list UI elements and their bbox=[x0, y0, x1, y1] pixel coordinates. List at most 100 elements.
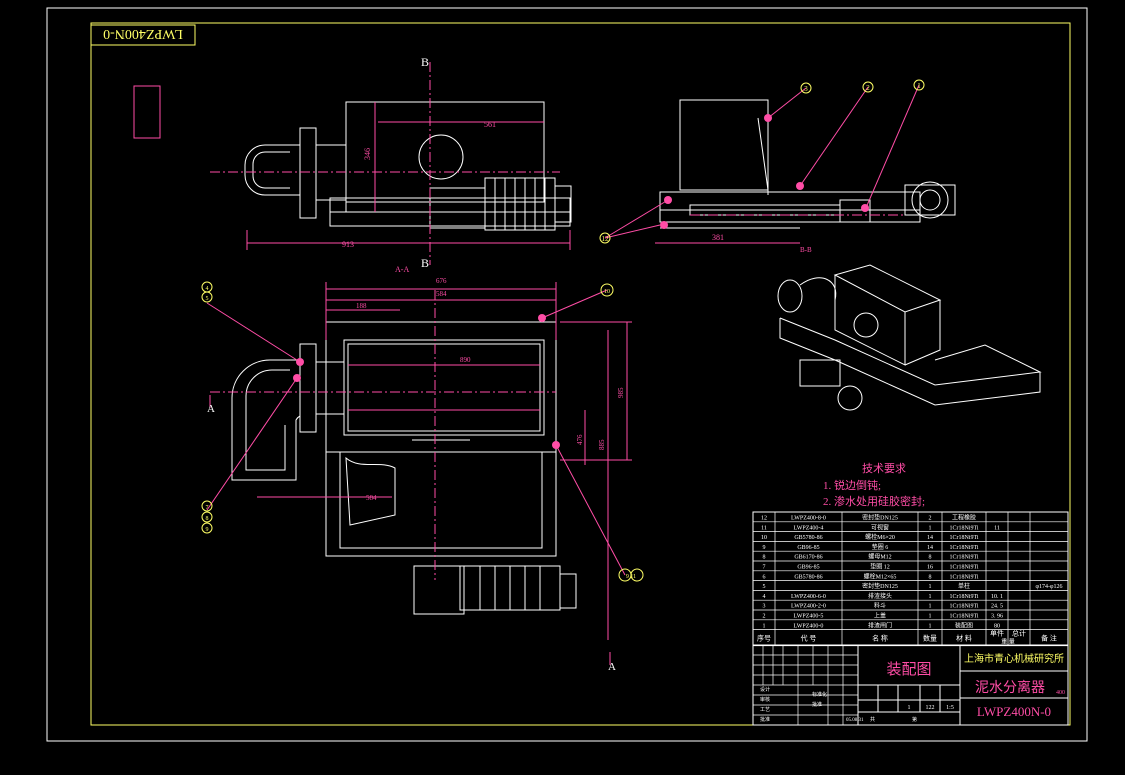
balloon-3 bbox=[800, 82, 812, 94]
elevation-dims bbox=[210, 62, 571, 265]
side-view-dots bbox=[660, 114, 869, 229]
bom-cell-material: 1Cr18Ni9Ti bbox=[949, 555, 978, 561]
bom-cell-no: 10 bbox=[761, 535, 767, 541]
bom-cell-qty: 14 bbox=[927, 535, 933, 541]
balloon-9-label: 9 bbox=[206, 527, 209, 533]
balloon-2 bbox=[862, 81, 874, 93]
bom-cell-unit: 10. 1 bbox=[991, 594, 1003, 600]
bom-header-total: 总计 bbox=[1012, 629, 1026, 638]
dim-346: 346 bbox=[363, 148, 372, 160]
weight-value: 122 bbox=[926, 705, 935, 711]
bom-cell-name: 可视窗 bbox=[871, 523, 889, 531]
isometric-view bbox=[777, 264, 1042, 411]
bom-cell-name: 排渣闸门 bbox=[868, 621, 892, 629]
bom-cell-no: 12 bbox=[761, 516, 767, 522]
bom-cell-name: 上盖 bbox=[874, 612, 886, 620]
rotated-title: LWPZ400N-0 bbox=[103, 26, 183, 41]
bom-cell-qty: 8 bbox=[929, 574, 932, 580]
bom-cell-no: 11 bbox=[761, 525, 767, 531]
bom-cell-code: GB6170-86 bbox=[794, 555, 822, 561]
bom-cell-code: LWPZ400-6-0 bbox=[791, 594, 826, 600]
balloon-10-label: 10 bbox=[604, 289, 610, 295]
row-label-design: 设计 bbox=[760, 686, 770, 693]
balloon-12-label: 12 bbox=[602, 235, 610, 243]
bom-cell-no: 6 bbox=[763, 574, 766, 580]
bom-header-qty: 数量 bbox=[923, 634, 937, 643]
bom-cell-material: 1Cr18Ni9Ti bbox=[949, 545, 978, 551]
dim-381: 381 bbox=[712, 233, 724, 242]
row-label-review: 审核 bbox=[760, 696, 770, 703]
date-value: 05.08.31 bbox=[846, 718, 864, 723]
section-a-left: A bbox=[207, 403, 215, 415]
bom-cell-material: 1Cr18Ni9Ti bbox=[949, 535, 978, 541]
row-label-approve: 批准 bbox=[760, 716, 770, 723]
bom-header-unit: 单件 bbox=[990, 629, 1004, 638]
balloon-5-label: 5 bbox=[206, 296, 209, 302]
bom-cell-code: GB5780-86 bbox=[794, 535, 822, 541]
dim-561: 561 bbox=[484, 120, 496, 129]
plan-left-leaders bbox=[206, 289, 626, 576]
qty-value: 1 bbox=[908, 705, 911, 711]
outer-border bbox=[46, 7, 1088, 742]
bom-cell-name: 垫圈 6 bbox=[872, 543, 889, 551]
drawing-type: 装配图 bbox=[886, 661, 931, 678]
bom-cell-no: 4 bbox=[763, 594, 766, 600]
section-b-top: B bbox=[421, 55, 429, 69]
bom-cell-no: 5 bbox=[763, 584, 766, 590]
bom-header-code: 代 号 bbox=[801, 634, 817, 643]
balloon-2-label: 2 bbox=[866, 84, 870, 92]
bom-cell-name: 螺母M12 bbox=[868, 553, 891, 561]
bom-cell-material: 1Cr18Ni9Ti bbox=[949, 565, 978, 571]
stamp-box bbox=[133, 85, 161, 139]
product-name: 泥水分离器 bbox=[975, 679, 1045, 696]
balloon-1-label: 1 bbox=[917, 82, 921, 90]
title-block bbox=[752, 644, 1069, 726]
bom-cell-material: 1Cr18Ni9Ti bbox=[949, 525, 978, 531]
balloon-12 bbox=[599, 232, 611, 244]
bom-cell-unit: 3. 96 bbox=[991, 614, 1003, 620]
bom-header-material: 材 料 bbox=[956, 634, 972, 643]
bom-cell-qty: 1 bbox=[929, 525, 932, 531]
sheet-total: 共 bbox=[870, 716, 875, 723]
bom-cell-name: 螺栓M12×65 bbox=[864, 572, 897, 580]
bom-header-note: 备 注 bbox=[1041, 634, 1057, 643]
dim-584: 584 bbox=[436, 290, 447, 298]
bom-cell-qty: 1 bbox=[929, 584, 932, 590]
bom-cell-code: GB96-85 bbox=[797, 545, 819, 551]
dim-188: 188 bbox=[356, 302, 367, 310]
bom-cell-no: 3 bbox=[763, 604, 766, 610]
rotated-title-box: LWPZ400N-0 bbox=[90, 24, 196, 46]
section-a-bottom: A bbox=[608, 661, 616, 673]
row-mid-approve: 批准 bbox=[812, 701, 822, 708]
balloon-8-label: 8 bbox=[206, 516, 209, 522]
balloon-4-label: 4 bbox=[206, 286, 209, 292]
bom-cell-qty: 8 bbox=[929, 555, 932, 561]
dim-890: 890 bbox=[460, 356, 471, 364]
balloon-3-label: 3 bbox=[804, 85, 808, 93]
plan-balloons bbox=[201, 281, 644, 582]
drawing-number: LWPZ400N-0 bbox=[977, 704, 1051, 719]
bom-cell-name: 密封垫DN125 bbox=[862, 582, 898, 590]
bom-cell-material: 1Cr18Ni9Ti bbox=[949, 614, 978, 620]
side-view-leaders bbox=[604, 84, 920, 244]
bom-cell-qty: 2 bbox=[929, 516, 932, 522]
bom-cell-material: 1Cr18Ni9Ti bbox=[949, 574, 978, 580]
bom-cell-code: GB96-85 bbox=[797, 565, 819, 571]
bom-cell-no: 7 bbox=[763, 565, 766, 571]
bom-cell-material: 装配图 bbox=[955, 621, 973, 629]
dim-476: 476 bbox=[576, 434, 584, 445]
view-bb: B-B bbox=[800, 246, 812, 254]
bom-cell-name: 料斗 bbox=[874, 602, 886, 610]
notes-line-1: 1. 锐边倒钝; bbox=[823, 478, 881, 492]
scale-value: 1:5 bbox=[946, 705, 954, 711]
bom-header-no: 序号 bbox=[757, 634, 771, 643]
plan-dots bbox=[293, 314, 560, 449]
notes-heading: 技术要求 bbox=[862, 462, 906, 475]
dim-676: 676 bbox=[436, 277, 447, 285]
bom-header-name: 名 称 bbox=[872, 634, 888, 643]
section-b-bottom: B bbox=[421, 256, 429, 270]
bom-cell-name: 垫圈 12 bbox=[870, 563, 890, 571]
bom-cell-material: 单柱 bbox=[958, 582, 970, 590]
balloon-1 bbox=[913, 79, 925, 91]
